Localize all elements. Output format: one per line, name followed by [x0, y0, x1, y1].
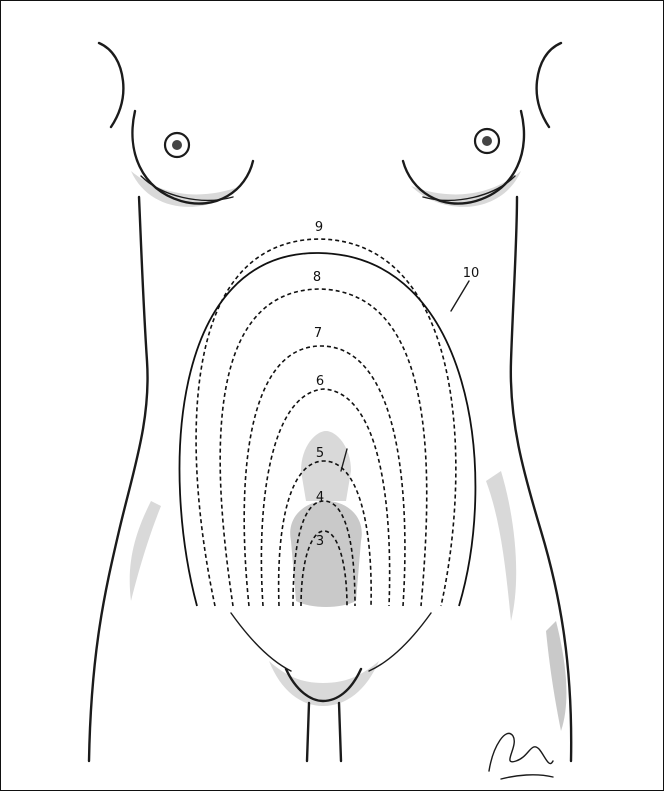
label-10: 10 [463, 266, 480, 281]
curve-10-pointer [451, 281, 469, 311]
label-6: 6 [316, 374, 324, 389]
label-9: 9 [315, 220, 323, 235]
label-4: 4 [316, 490, 324, 505]
label-5: 5 [316, 446, 324, 461]
torso-outline [89, 43, 571, 761]
label-7: 7 [314, 326, 322, 341]
label-3: 3 [316, 534, 324, 549]
artist-signature [489, 733, 553, 779]
label-8: 8 [313, 270, 321, 285]
shading [130, 171, 567, 731]
